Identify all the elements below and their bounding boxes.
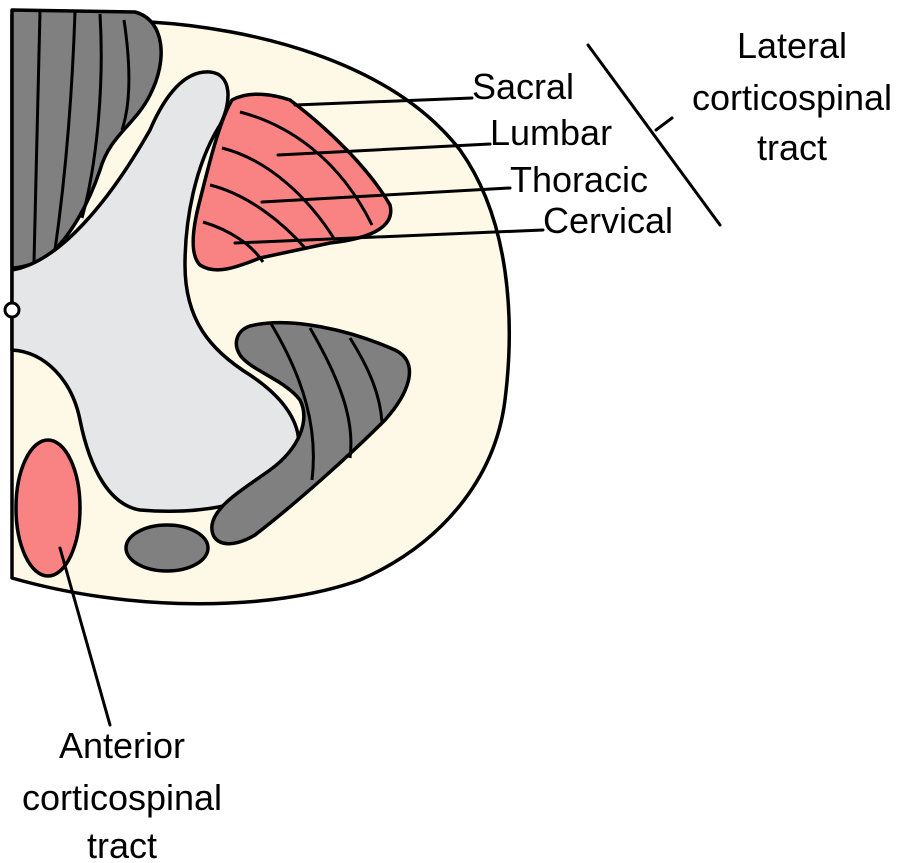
lateral-tract-bracket-tick	[656, 118, 672, 130]
label-lateral-tract-line3: tract	[757, 127, 827, 168]
label-sacral: Sacral	[472, 66, 574, 107]
anterior-corticospinal-tract	[16, 440, 80, 576]
central-canal	[5, 303, 19, 317]
label-anterior-tract-line1: Anterior	[59, 725, 185, 766]
anterior-small-tract	[126, 525, 208, 571]
label-lateral-tract-line1: Lateral	[737, 25, 847, 66]
label-cervical: Cervical	[543, 200, 673, 241]
label-lateral-tract-line2: corticospinal	[692, 77, 892, 118]
label-thoracic: Thoracic	[510, 159, 648, 200]
label-anterior-tract-line2: corticospinal	[22, 777, 222, 818]
label-anterior-tract-line3: tract	[87, 825, 157, 863]
label-lumbar: Lumbar	[490, 112, 612, 153]
